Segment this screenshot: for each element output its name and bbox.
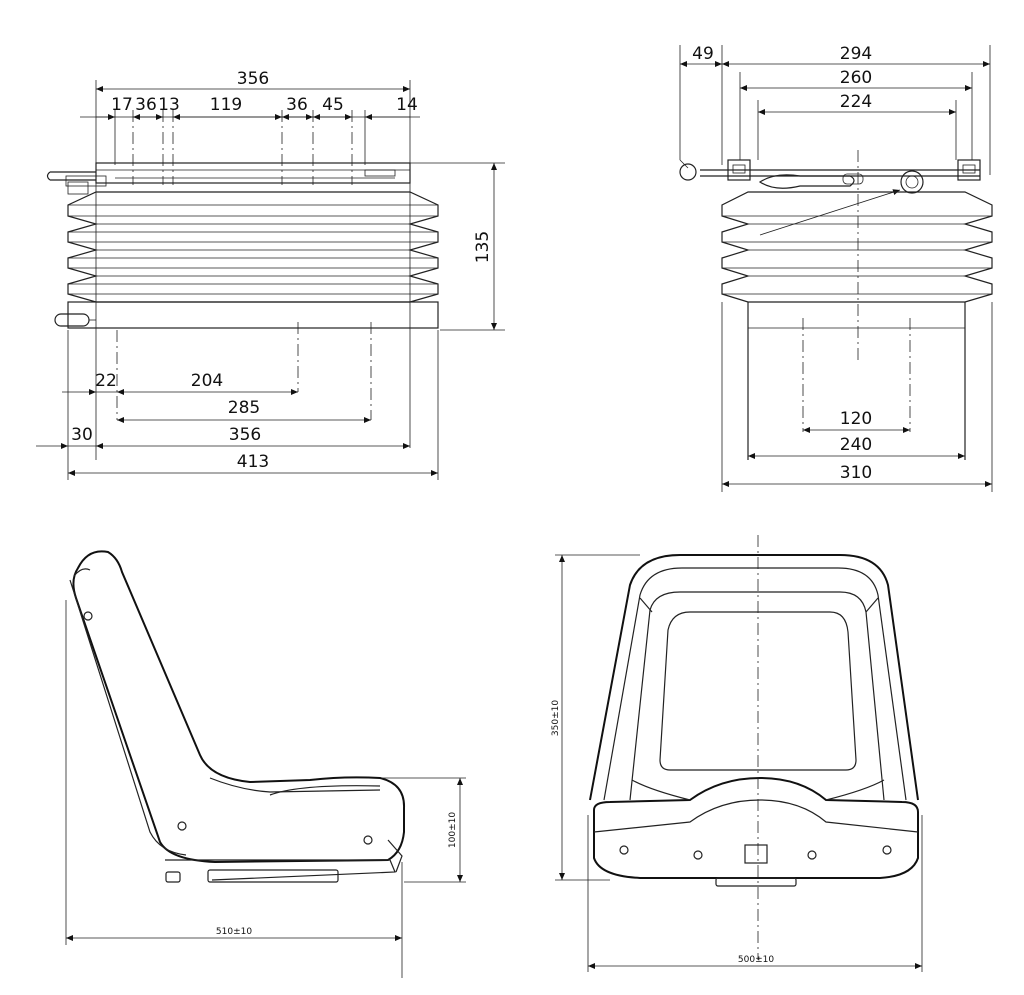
dim-14: 14 [396,95,418,115]
dim-356-top: 356 [237,69,269,89]
dim-413: 413 [237,452,269,472]
dim-30: 30 [71,425,93,445]
dim-204: 204 [191,371,223,391]
dim-260: 260 [840,68,872,88]
dim-36b: 36 [286,95,308,115]
dim-22: 22 [95,371,117,391]
dim-240: 240 [840,435,872,455]
dim-119: 119 [210,95,242,115]
dim-17: 17 [111,95,133,115]
dim-310: 310 [840,463,872,483]
dim-13: 13 [158,95,180,115]
side-mount-view: 49 294 260 224 120 240 310 [679,44,993,492]
dim-356-bottom: 356 [229,425,261,445]
dim-224: 224 [840,92,872,112]
dim-294: 294 [840,44,872,64]
dim-285: 285 [228,398,260,418]
dim-500: 500±10 [738,955,774,965]
dim-120: 120 [840,409,872,429]
dim-135: 135 [473,231,493,263]
dim-100: 100±10 [448,812,458,848]
dim-45: 45 [322,95,344,115]
dim-510: 510±10 [216,927,252,937]
front-mount-view: 356 17 36 13 119 36 45 14 135 22 204 285… [36,69,505,480]
dim-49: 49 [692,44,714,64]
dim-36a: 36 [135,95,157,115]
seat-side-view: 510±10 100±10 [65,550,466,978]
dim-350: 350±10 [551,700,561,736]
seat-front-view: 350±10 500±10 [551,535,923,972]
